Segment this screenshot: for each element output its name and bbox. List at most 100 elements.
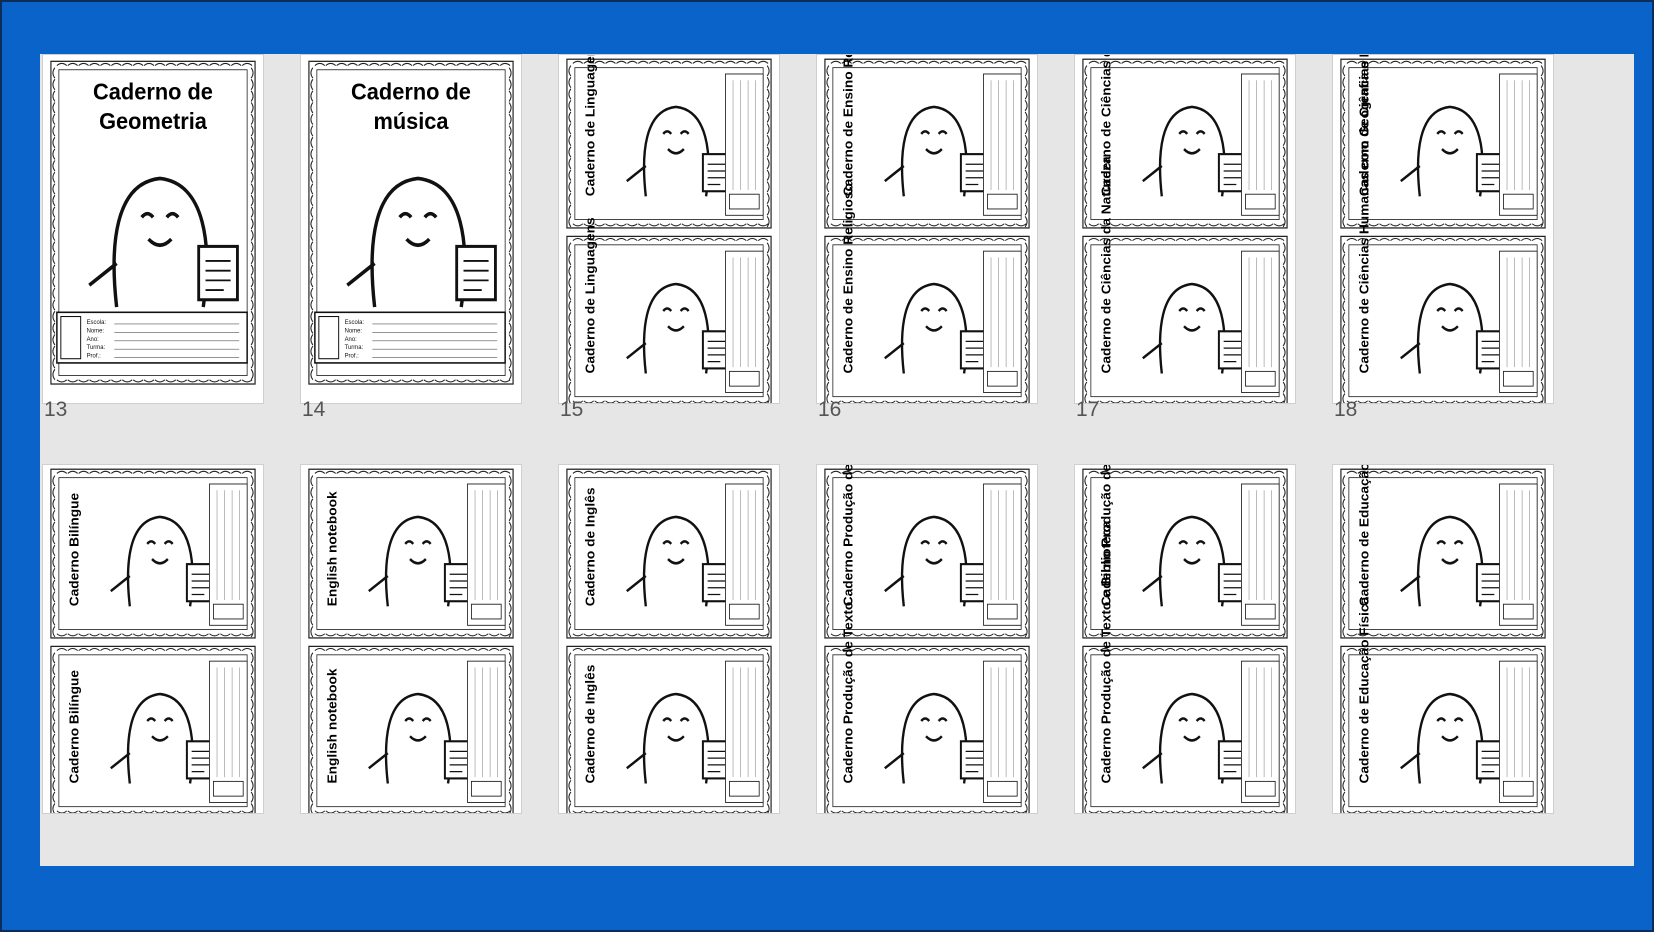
glasses-book-character-icon xyxy=(626,282,731,374)
decorative-border xyxy=(50,60,256,385)
name-lines-strip xyxy=(1499,73,1538,216)
tree-character-icon xyxy=(1142,105,1247,197)
card-title-2: Caderno Bilíngue xyxy=(67,670,82,783)
card-title-2: Caderno de Ensino Religioso xyxy=(841,183,856,373)
tree-character-icon xyxy=(1142,282,1247,374)
form-label: Escola: xyxy=(87,319,107,326)
books-character-icon xyxy=(1142,692,1247,784)
decorative-border xyxy=(1340,58,1546,229)
decorative-border xyxy=(824,58,1030,229)
form-label: Escola: xyxy=(345,319,365,326)
form-label: Nome: xyxy=(345,327,363,334)
decorative-border xyxy=(308,645,514,813)
page-number-label: 16 xyxy=(818,398,842,421)
soccer-ball-character-icon xyxy=(1400,692,1505,784)
flag-globe-character-icon xyxy=(626,692,731,784)
name-lines-strip xyxy=(1241,483,1280,626)
form-label: Ano: xyxy=(87,336,99,343)
name-lines-strip xyxy=(209,660,248,803)
open-book-character-icon xyxy=(884,105,989,197)
decorative-border xyxy=(308,60,514,385)
reading-book-character-icon xyxy=(884,692,989,784)
name-lines-strip xyxy=(983,660,1022,803)
form-label: Turma: xyxy=(87,344,106,351)
cover-title-line-2: música xyxy=(373,108,449,134)
card-title-1: English notebook xyxy=(325,491,340,607)
cover-sheet-illustration: Caderno de Ciências Humanas com Geografi… xyxy=(1340,55,1546,403)
form-label: Ano: xyxy=(345,336,357,343)
name-form-box: Escola:Nome: Ano:Turma: Prof.: xyxy=(56,311,248,364)
name-lines-strip xyxy=(1499,250,1538,393)
card-title-1: Caderno de Linguagens xyxy=(583,55,598,196)
card-title-2: Caderno de Linguagens xyxy=(583,217,598,373)
cover-title-line-1: Caderno de xyxy=(351,79,471,105)
name-lines-strip xyxy=(983,73,1022,216)
books-character-icon xyxy=(1142,515,1247,607)
name-lines-strip xyxy=(1499,483,1538,626)
page-thumbnail[interactable]: Caderno de Ciências Humanas com Geografi… xyxy=(1332,54,1554,404)
cover-sheet-illustration: Caderno Produção de Texto e BibliotecaCa… xyxy=(1082,465,1288,813)
name-lines-strip xyxy=(725,250,764,393)
open-book-character-icon xyxy=(884,282,989,374)
flag-globe-character-icon xyxy=(368,515,473,607)
reading-book-character-icon xyxy=(884,515,989,607)
decorative-border xyxy=(566,468,772,639)
glasses-book-character-icon xyxy=(626,105,731,197)
flag-globe-character-icon xyxy=(110,692,215,784)
card-title-1: Caderno Produção de Texto e Biblioteca xyxy=(1099,465,1114,606)
form-label: Prof.: xyxy=(87,353,101,360)
card-title-1: Caderno Produção de Texto xyxy=(841,465,856,606)
page-number-label: 17 xyxy=(1076,398,1100,421)
name-lines-strip xyxy=(1499,660,1538,803)
form-label: Nome: xyxy=(87,327,105,334)
card-title-1: Caderno de Ensino Religioso xyxy=(841,55,856,196)
decorative-border xyxy=(1082,58,1288,229)
cover-title-line-1: Caderno de xyxy=(93,79,213,105)
page-number-label: 18 xyxy=(1334,398,1358,421)
decorative-border xyxy=(824,235,1030,403)
form-label: Prof.: xyxy=(345,353,359,360)
flag-globe-character-icon xyxy=(110,515,215,607)
flag-globe-character-icon xyxy=(368,692,473,784)
name-lines-strip xyxy=(467,660,506,803)
card-title-2: Caderno de Inglês xyxy=(583,665,598,784)
card-title-2: Caderno de Ciências Humanas com Geografi… xyxy=(1357,55,1372,373)
page-number-label: 13 xyxy=(44,398,68,421)
card-title-2: Caderno Produção de Texto e Biblioteca xyxy=(1099,520,1114,783)
flag-globe-character-icon xyxy=(626,515,731,607)
name-lines-strip xyxy=(209,483,248,626)
name-lines-strip xyxy=(467,483,506,626)
name-lines-strip xyxy=(1241,73,1280,216)
name-lines-strip xyxy=(983,483,1022,626)
music-notes-character-icon xyxy=(346,176,497,308)
card-title-1: Caderno de Inglês xyxy=(583,488,598,607)
name-lines-strip xyxy=(725,660,764,803)
card-title-2: Caderno de Educação Física xyxy=(1357,596,1372,783)
cover-title-line-2: Geometria xyxy=(99,108,207,134)
heart-globe-character-icon xyxy=(1400,282,1505,374)
heart-globe-character-icon xyxy=(1400,105,1505,197)
decorative-border xyxy=(1082,468,1288,639)
name-lines-strip xyxy=(725,483,764,626)
